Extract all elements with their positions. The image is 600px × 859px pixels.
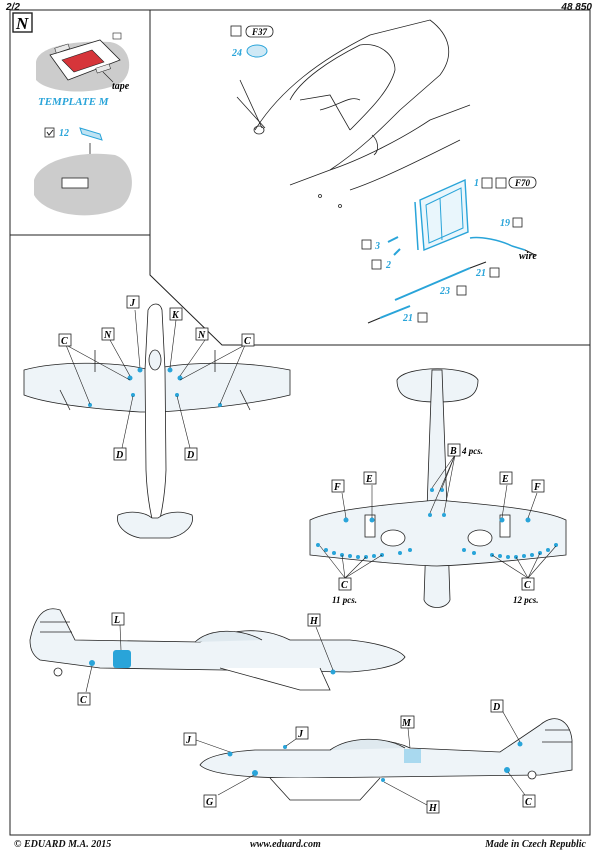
callout-k-top: K bbox=[171, 310, 180, 321]
website: www.eduard.com bbox=[250, 839, 321, 850]
template-m-illustration bbox=[36, 32, 130, 92]
bottom-view-aircraft bbox=[309, 368, 567, 608]
bottom-view-parts bbox=[316, 488, 558, 559]
f37-label: F37 bbox=[251, 27, 268, 37]
part-m-plate bbox=[404, 749, 421, 763]
cockpit-illustration bbox=[236, 19, 471, 208]
bottom-view-callouts: B 4 pcs. F F E E C 11 pcs. C 12 pcs. bbox=[331, 443, 545, 605]
side-left-callouts: L H C bbox=[77, 612, 321, 706]
callout-g-right: G bbox=[206, 797, 214, 808]
callout-b-bottom: B bbox=[449, 446, 457, 457]
part-2-label: 2 bbox=[385, 260, 391, 271]
callout-f2-bottom: F bbox=[533, 482, 541, 493]
icon-box-f37 bbox=[230, 25, 242, 37]
icon-box-f70 bbox=[495, 177, 507, 189]
copyright: © EDUARD M.A. 2015 bbox=[14, 839, 112, 850]
callout-j2-right: J bbox=[297, 729, 304, 740]
callout-e1-bottom: E bbox=[365, 474, 373, 485]
callout-m-right: M bbox=[401, 718, 412, 729]
top-view-aircraft bbox=[23, 303, 291, 539]
f70-label: F70 bbox=[514, 178, 531, 188]
callout-c-right-side: C bbox=[525, 797, 532, 808]
callout-h-left: H bbox=[309, 616, 319, 627]
callout-c2-top: C bbox=[244, 336, 251, 347]
cockpit-border bbox=[149, 235, 590, 346]
part-21a-label: 21 bbox=[475, 268, 486, 279]
check-box-12 bbox=[44, 127, 55, 138]
callout-j-top: J bbox=[129, 298, 136, 309]
part-24-disc bbox=[246, 44, 268, 58]
part-21b-label: 21 bbox=[402, 313, 413, 324]
callout-c-left-count: 11 pcs. bbox=[332, 595, 357, 605]
page-number: 2/2 bbox=[6, 2, 20, 13]
top-view-parts bbox=[88, 367, 222, 407]
callout-f1-bottom: F bbox=[333, 482, 341, 493]
part-24-label: 24 bbox=[231, 48, 242, 59]
section-n-letter: N bbox=[15, 14, 29, 33]
part-12-illustration bbox=[34, 127, 132, 216]
callout-d2-top: D bbox=[186, 450, 194, 461]
callout-c-left-side: C bbox=[80, 695, 87, 706]
check-box-1 bbox=[481, 177, 493, 189]
side-view-left bbox=[29, 608, 406, 691]
part-23-label: 23 bbox=[439, 286, 450, 297]
callout-e2-bottom: E bbox=[501, 474, 509, 485]
set-code: 48 850 bbox=[561, 2, 592, 13]
callout-c1-top: C bbox=[61, 336, 68, 347]
callout-j1-right: J bbox=[185, 735, 192, 746]
callout-h-right: H bbox=[428, 803, 438, 814]
part-1-label: 1 bbox=[474, 178, 479, 189]
side-view-right bbox=[199, 718, 573, 801]
part-3-label: 3 bbox=[374, 241, 380, 252]
callout-l-side: L bbox=[113, 615, 120, 626]
section-n-badge bbox=[12, 12, 33, 33]
callout-d-right: D bbox=[492, 702, 500, 713]
tape-label: tape bbox=[112, 81, 130, 92]
part-19-label: 19 bbox=[500, 218, 510, 229]
part-1-illustration bbox=[414, 178, 469, 252]
part-l-plate bbox=[113, 650, 131, 668]
page-frame bbox=[9, 9, 591, 836]
callout-b-count: 4 pcs. bbox=[461, 446, 483, 456]
origin: Made in Czech Republic bbox=[485, 839, 586, 850]
side-right-callouts: J J M D G H C bbox=[183, 699, 536, 814]
template-m-label: TEMPLATE M bbox=[38, 96, 110, 108]
callout-c-left-bottom: C bbox=[341, 580, 348, 591]
part-12-label: 12 bbox=[59, 128, 69, 139]
callout-n2-top: N bbox=[197, 330, 206, 341]
callout-n1-top: N bbox=[103, 330, 112, 341]
top-view-callouts: J K N N C C D D bbox=[58, 295, 255, 461]
callout-c-right-bottom: C bbox=[524, 580, 531, 591]
callout-c-right-count: 12 pcs. bbox=[513, 595, 539, 605]
callout-d1-top: D bbox=[115, 450, 123, 461]
wire-label: wire bbox=[519, 251, 537, 262]
